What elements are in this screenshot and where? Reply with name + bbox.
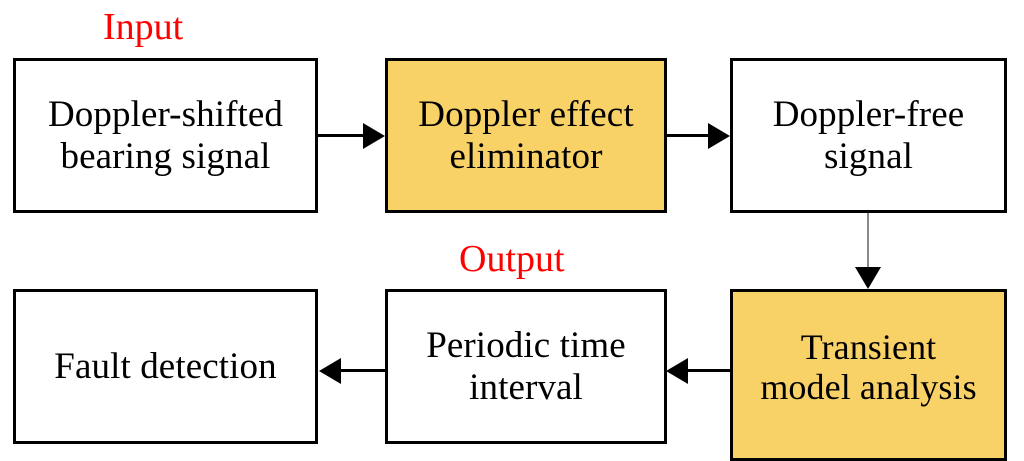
- output-label: Output: [459, 238, 565, 280]
- node-periodic-time-interval[interactable]: Periodic time interval: [385, 289, 667, 444]
- node-doppler-free-signal[interactable]: Doppler-free signal: [730, 58, 1007, 213]
- node-doppler-effect-eliminator[interactable]: Doppler effect eliminator: [385, 58, 667, 213]
- edge-line-periodic-to-fault-detection: [341, 369, 385, 372]
- node-transient-model-analysis[interactable]: Transient model analysis: [730, 289, 1007, 461]
- edge-line-transient-to-periodic: [688, 369, 730, 372]
- node-label: Doppler-free signal: [772, 94, 965, 177]
- node-label: Transient model analysis: [760, 326, 977, 407]
- edge-arrow-doppler-shifted-to-eliminator: [363, 123, 385, 149]
- edge-arrow-periodic-to-fault-detection: [319, 358, 341, 384]
- node-label: Doppler effect eliminator: [418, 94, 634, 177]
- edge-line-doppler-shifted-to-eliminator: [318, 134, 364, 137]
- node-fault-detection[interactable]: Fault detection: [13, 289, 318, 444]
- node-label: Fault detection: [54, 345, 277, 387]
- edge-line-eliminator-to-doppler-free: [667, 134, 709, 137]
- input-label: Input: [103, 6, 184, 48]
- node-doppler-shifted-bearing-signal[interactable]: Doppler-shifted bearing signal: [13, 58, 318, 213]
- node-label: Periodic time interval: [426, 325, 626, 408]
- edge-arrow-doppler-free-to-transient: [855, 267, 881, 289]
- edge-arrow-transient-to-periodic: [666, 358, 688, 384]
- edge-arrow-eliminator-to-doppler-free: [708, 123, 730, 149]
- edge-line-doppler-free-to-transient: [867, 213, 869, 270]
- node-label: Doppler-shifted bearing signal: [47, 94, 284, 177]
